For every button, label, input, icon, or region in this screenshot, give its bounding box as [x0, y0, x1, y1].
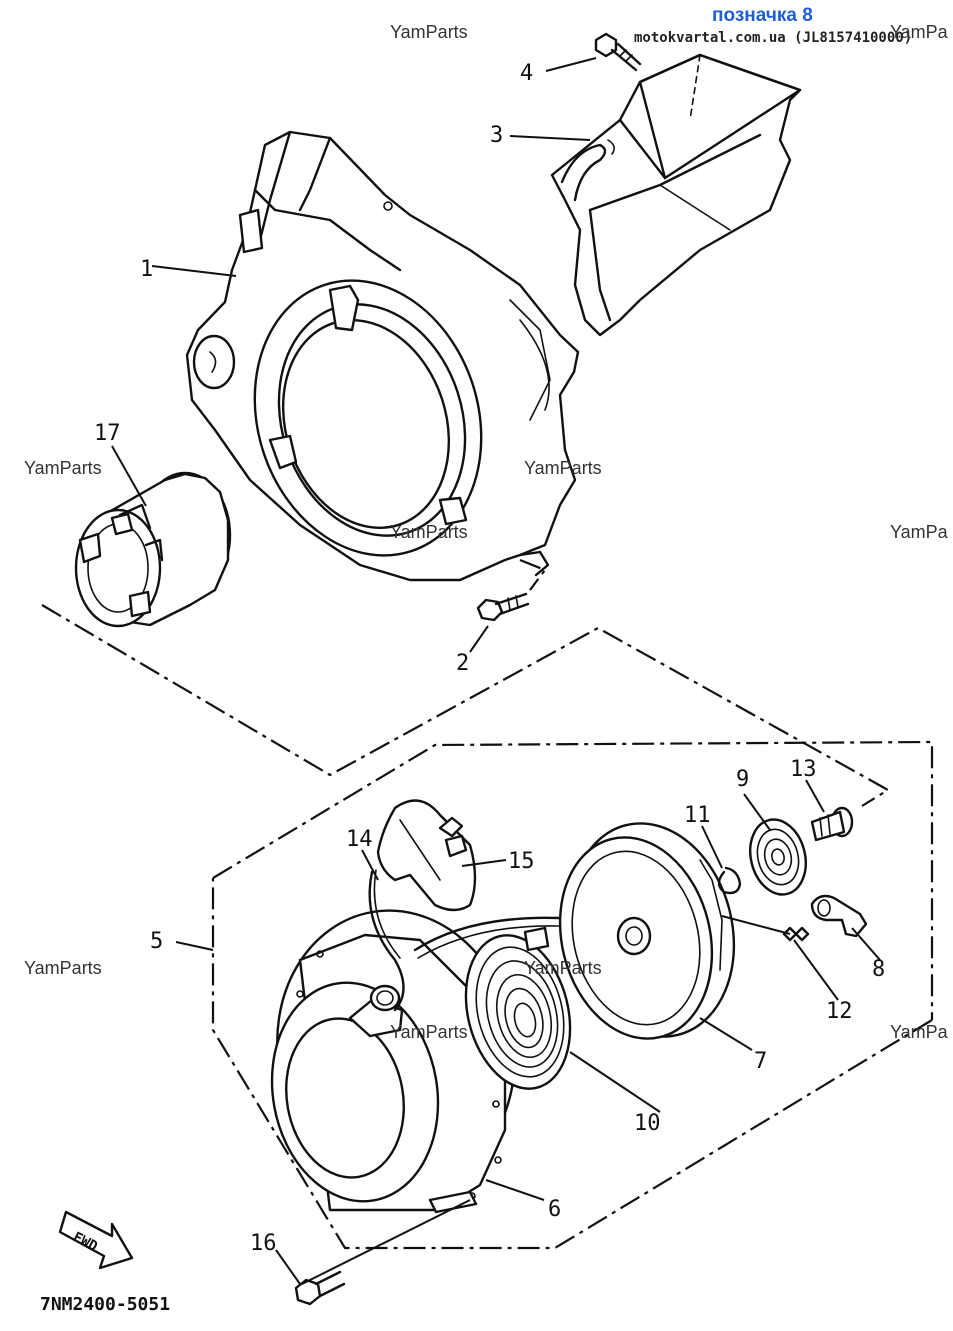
part-13-bolt: [810, 806, 854, 842]
watermark: YamParts: [390, 1022, 468, 1042]
part-4-bolt: [594, 32, 642, 72]
part-6-starter-case: [270, 909, 516, 1214]
watermark: YamParts: [524, 458, 602, 478]
upper-dashed-relation: [41, 558, 891, 807]
part-2-bolt: [476, 592, 530, 622]
watermark: YamParts: [24, 458, 102, 478]
part-15-starter-handle: [376, 799, 477, 912]
part-9-spiral-spring: [749, 818, 807, 896]
part-8-pawl: [810, 894, 868, 938]
callout-2: 2: [456, 651, 469, 676]
part-14-starter-rope: [368, 869, 562, 1012]
watermark: YamParts: [524, 958, 602, 978]
callout-5: 5: [150, 929, 163, 954]
callout-15: 15: [508, 849, 535, 874]
callout-12: 12: [826, 999, 853, 1024]
part-11-clip: [717, 866, 742, 895]
fwd-arrow-symbol: FWD: [58, 1210, 134, 1270]
callout-14: 14: [346, 827, 373, 852]
part-17-starter-pulley: [74, 471, 232, 628]
callout-13: 13: [790, 757, 817, 782]
callout-11: 11: [684, 803, 711, 828]
header-site-text: motokvartal.com.ua (JL8157410000): [634, 30, 913, 46]
callout-8: 8: [872, 957, 885, 982]
header-badge: позначка 8: [712, 5, 813, 26]
watermark: YamParts: [24, 958, 102, 978]
callout-6: 6: [548, 1197, 561, 1222]
watermark: YamParts: [390, 22, 468, 42]
callout-7: 7: [754, 1049, 767, 1074]
lower-assembly-boundary: [211, 740, 934, 1250]
callout-16: 16: [250, 1231, 277, 1256]
watermark: YamPa: [890, 522, 948, 542]
watermark: YamPa: [890, 1022, 948, 1042]
callout-1: 1: [140, 257, 153, 282]
part-7-drive-pulley: [558, 822, 736, 1040]
callout-numbers: 1 2 3 4 5 6 7 8 9 10 11 12 13 14 15 16 1…: [94, 61, 885, 1256]
part-3-air-shroud: [550, 53, 802, 337]
leader-lines: [111, 57, 881, 1285]
callout-4: 4: [520, 61, 533, 86]
watermark: YamPa: [890, 22, 948, 42]
part-1-fan-housing: [185, 130, 580, 582]
callout-10: 10: [634, 1111, 661, 1136]
watermark: YamParts: [390, 522, 468, 542]
callout-3: 3: [490, 123, 503, 148]
part-10-recoil-spring: [464, 926, 572, 1090]
callout-17: 17: [94, 421, 121, 446]
part-16-bolt: [294, 1270, 346, 1306]
diagram-code: 7NM2400-5051: [40, 1294, 170, 1315]
part-12-small-spring: [782, 926, 810, 942]
callout-9: 9: [736, 767, 749, 792]
